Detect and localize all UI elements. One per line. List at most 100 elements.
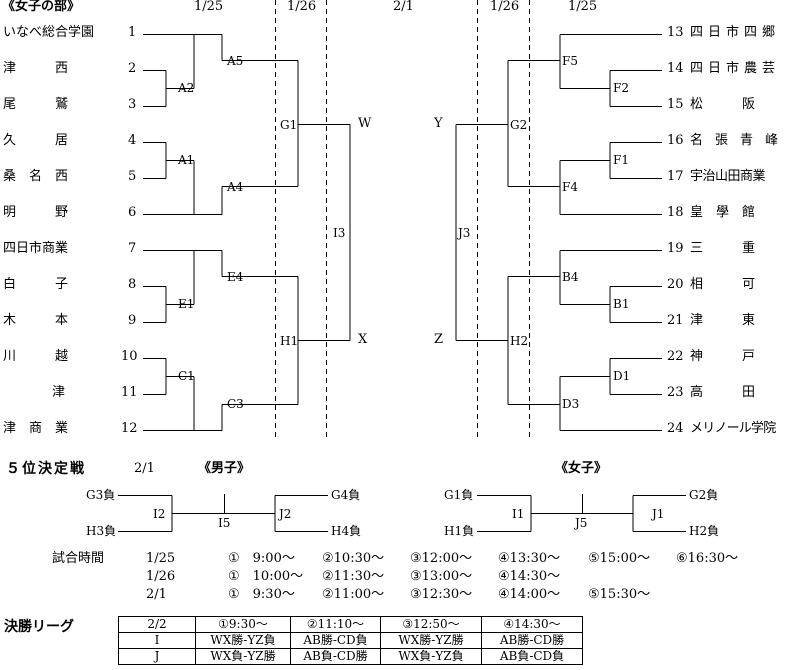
schedule-slot: ②10:30～: [322, 551, 385, 566]
match-label-f5: F5: [562, 54, 578, 68]
left-team-9-num: 9: [128, 313, 137, 328]
date-header-1: 1/25: [194, 0, 224, 14]
schedule-slot: ②11:00～: [322, 587, 385, 602]
right-team-22-num: 22: [667, 349, 684, 364]
left-team-12-num: 12: [121, 421, 138, 436]
schedule-slot: ⑥16:30～: [676, 551, 739, 566]
girls-match-j1: J1: [652, 507, 665, 521]
girls-g1-loser: G1負: [444, 488, 474, 502]
schedule-slot: ① 10:00～: [228, 569, 304, 584]
left-team-5-num: 5: [128, 169, 137, 184]
schedule-date-1: 1/25: [146, 551, 176, 566]
match-label-b4: B4: [562, 270, 579, 284]
girls-h2-loser: H2負: [689, 524, 720, 538]
match-label-j3: J3: [458, 226, 471, 240]
fifth-place-title: ５位決定戦: [6, 461, 86, 477]
left-team-9-name: 木 本: [3, 313, 69, 328]
schedule-date-2: 1/26: [146, 569, 176, 584]
left-team-11-name: 津: [52, 385, 66, 400]
right-team-17-num: 17: [667, 169, 684, 184]
table-cell: I: [118, 632, 196, 649]
table-cell: WX勝-YZ負: [195, 632, 291, 649]
left-team-2-name: 津 西: [3, 61, 69, 76]
table-cell: ③12:50～: [380, 616, 482, 633]
match-label-h1: H1: [280, 334, 299, 348]
match-label-g1: G1: [280, 118, 298, 132]
right-team-21-num: 21: [667, 313, 684, 328]
schedule-slot: ④14:30～: [498, 569, 561, 584]
table-cell: AB勝-CD勝: [481, 632, 583, 649]
match-label-c3: C3: [227, 397, 244, 411]
schedule-date-3: 2/1: [146, 587, 167, 602]
girls-label: 《女子》: [555, 461, 608, 476]
bracket-marker-y: Y: [434, 116, 443, 131]
left-team-11-num: 11: [121, 385, 138, 400]
left-team-7-num: 7: [128, 241, 137, 256]
right-team-13-name: 四日市四郷: [690, 25, 781, 40]
schedule-slot: ③12:00～: [410, 551, 473, 566]
boys-match-i2: I2: [153, 507, 166, 521]
table-cell: WX負-YZ負: [380, 648, 482, 665]
section-title: 《女子の部》: [2, 0, 81, 14]
match-label-b1: B1: [613, 297, 630, 311]
date-header-2: 1/26: [287, 0, 317, 14]
match-label-a1: A1: [178, 153, 195, 167]
right-team-22-name: 神 戸: [690, 349, 756, 364]
schedule-label: 試合時間: [52, 551, 105, 566]
boys-h4-loser: H4負: [331, 524, 362, 538]
match-label-a4: A4: [227, 180, 244, 194]
match-label-d1: D1: [613, 369, 631, 383]
table-row: J WX負-YZ勝 AB負-CD勝 WX負-YZ負 AB負-CD負: [118, 648, 583, 665]
boys-match-j2: J2: [279, 507, 292, 521]
fifth-place-date: 2/1: [134, 461, 155, 476]
schedule-slot: ④14:00～: [498, 587, 561, 602]
bracket-marker-w: W: [358, 116, 372, 131]
final-league-title: 決勝リーグ: [4, 619, 74, 635]
date-header-4: 1/26: [490, 0, 520, 14]
table-cell: AB負-CD負: [481, 648, 583, 665]
match-label-i3: I3: [333, 226, 346, 240]
match-label-a2: A2: [178, 81, 195, 95]
girls-h1-loser: H1負: [444, 524, 475, 538]
left-team-10-name: 川 越: [3, 349, 69, 364]
right-team-14-name: 四日市農芸: [690, 61, 781, 76]
boys-match-i5: I5: [218, 516, 231, 530]
table-cell: ④14:30～: [481, 616, 583, 633]
girls-match-j5: J5: [575, 516, 588, 530]
left-team-10-num: 10: [121, 349, 138, 364]
match-label-f2: F2: [613, 81, 629, 95]
right-team-17-name: 宇治山田商業: [690, 169, 766, 184]
right-team-23-name: 高 田: [690, 385, 756, 400]
table-cell: WX勝-YZ勝: [380, 632, 482, 649]
left-team-1-num: 1: [128, 25, 137, 40]
table-cell: AB勝-CD負: [290, 632, 381, 649]
left-team-1-name: いなべ総合学園: [3, 25, 95, 40]
right-team-20-num: 20: [667, 277, 684, 292]
table-cell: AB負-CD勝: [290, 648, 381, 665]
left-team-2-num: 2: [128, 61, 137, 76]
left-team-7-name: 四日市商業: [3, 241, 69, 256]
right-team-19-name: 三 重: [690, 241, 756, 256]
right-team-16-num: 16: [667, 133, 684, 148]
schedule-slot: ③12:30～: [410, 587, 473, 602]
final-league-table: 2/2 ①9:30～ ②11:10～ ③12:50～ ④14:30～ I WX勝…: [118, 616, 583, 665]
right-team-13-num: 13: [667, 25, 684, 40]
right-team-20-name: 相 可: [690, 277, 756, 292]
match-label-a5: A5: [227, 54, 244, 68]
boys-label: 《男子》: [198, 461, 251, 476]
right-team-23-num: 23: [667, 385, 684, 400]
right-team-15-num: 15: [667, 97, 684, 112]
left-team-3-num: 3: [128, 97, 137, 112]
date-header-3: 2/1: [393, 0, 414, 14]
right-team-14-num: 14: [667, 61, 684, 76]
boys-g3-loser: G3負: [86, 488, 116, 502]
match-label-d3: D3: [562, 397, 580, 411]
schedule-slot: ① 9:30～: [228, 587, 295, 602]
boys-h3-loser: H3負: [86, 524, 117, 538]
table-row: I WX勝-YZ負 AB勝-CD負 WX勝-YZ勝 AB勝-CD勝: [118, 632, 583, 649]
left-team-4-num: 4: [128, 133, 137, 148]
match-label-g2: G2: [510, 118, 528, 132]
girls-match-i1: I1: [512, 507, 525, 521]
match-label-f4: F4: [562, 180, 578, 194]
